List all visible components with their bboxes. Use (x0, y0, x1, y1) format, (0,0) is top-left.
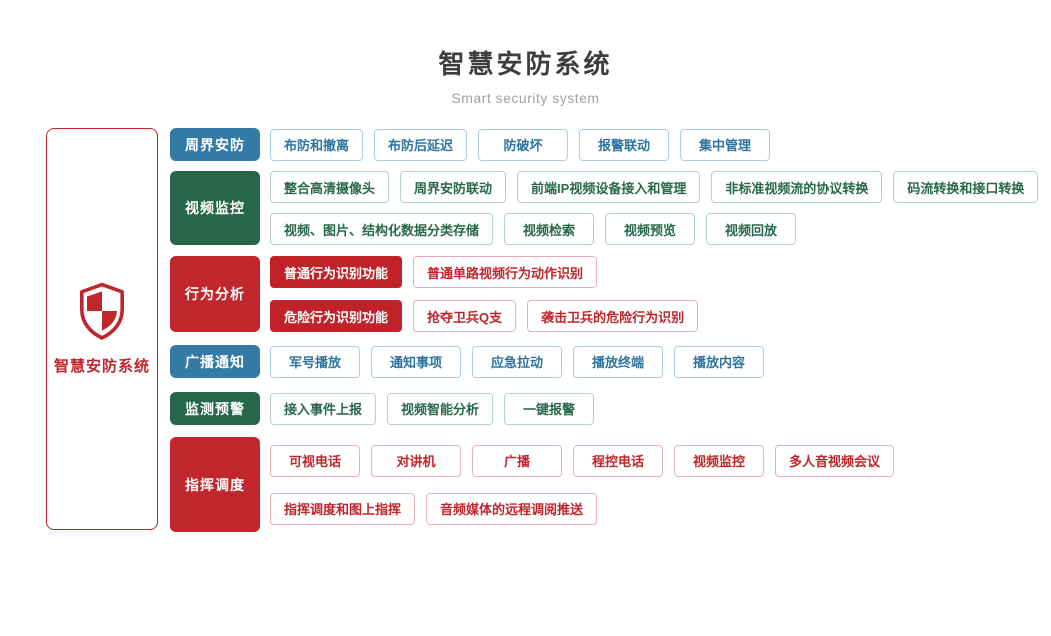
category-monitoring-warning: 监测预警 (170, 392, 260, 425)
page-header: 智慧安防系统 Smart security system (0, 44, 1051, 106)
feature-item: 播放终端 (573, 345, 663, 378)
feature-item: 一键报警 (504, 392, 595, 425)
feature-item: 军号播放 (270, 345, 360, 378)
feature-item: 接入事件上报 (270, 392, 377, 425)
category-broadcast-notification: 广播通知 (170, 345, 260, 378)
feature-line: 布防和撤离布防后延迟防破坏报警联动集中管理 (270, 128, 771, 161)
row-behavior-analysis: 行为分析普通行为识别功能普通单路视频行为动作识别危险行为识别功能抢夺卫兵Q支袭击… (170, 256, 1038, 332)
feature-item: 程控电话 (573, 444, 663, 477)
category-command-dispatch: 指挥调度 (170, 437, 260, 532)
feature-line: 普通行为识别功能普通单路视频行为动作识别 (270, 256, 698, 288)
feature-line: 整合高清摄像头周界安防联动前端IP视频设备接入和管理非标准视频流的协议转换码流转… (270, 171, 1039, 203)
feature-item: 通知事项 (371, 345, 461, 378)
feature-line: 军号播放通知事项应急拉动播放终端播放内容 (270, 345, 764, 378)
row-monitoring-warning: 监测预警接入事件上报视频智能分析一键报警 (170, 392, 1038, 425)
feature-line: 可视电话对讲机广播程控电话视频监控多人音视频会议 (270, 444, 895, 477)
root-system-box: 智慧安防系统 (46, 128, 158, 530)
feature-item: 报警联动 (579, 128, 670, 161)
feature-item: 视频智能分析 (387, 392, 494, 425)
page-title: 智慧安防系统 (438, 49, 613, 79)
feature-item: 袭击卫兵的危险行为识别 (527, 300, 699, 332)
feature-line: 接入事件上报视频智能分析一键报警 (270, 392, 595, 425)
feature-item: 音频媒体的远程调阅推送 (426, 492, 598, 525)
feature-line: 指挥调度和图上指挥音频媒体的远程调阅推送 (270, 492, 894, 525)
feature-item: 应急拉动 (472, 345, 562, 378)
feature-line: 视频、图片、结构化数据分类存储视频检索视频预览视频回放 (270, 213, 1038, 245)
row-video-surveillance: 视频监控整合高清摄像头周界安防联动前端IP视频设备接入和管理非标准视频流的协议转… (170, 171, 1039, 245)
feature-item: 普通行为识别功能 (270, 256, 403, 288)
row-perimeter-security: 周界安防布防和撤离布防后延迟防破坏报警联动集中管理 (170, 128, 1038, 161)
feature-lines-behavior-analysis: 普通行为识别功能普通单路视频行为动作识别危险行为识别功能抢夺卫兵Q支袭击卫兵的危… (270, 256, 699, 332)
feature-item: 对讲机 (371, 444, 461, 477)
feature-item: 布防后延迟 (374, 128, 468, 161)
feature-lines-command-dispatch: 可视电话对讲机广播程控电话视频监控多人音视频会议指挥调度和图上指挥音频媒体的远程… (270, 437, 895, 532)
feature-item: 普通单路视频行为动作识别 (413, 256, 598, 288)
category-behavior-analysis: 行为分析 (170, 256, 260, 332)
feature-item: 危险行为识别功能 (270, 300, 403, 332)
category-perimeter-security: 周界安防 (170, 128, 260, 161)
feature-item: 集中管理 (680, 128, 771, 161)
feature-item: 播放内容 (674, 345, 764, 378)
feature-line: 危险行为识别功能抢夺卫兵Q支袭击卫兵的危险行为识别 (270, 300, 699, 332)
row-broadcast-notification: 广播通知军号播放通知事项应急拉动播放终端播放内容 (170, 345, 1038, 378)
feature-item: 码流转换和接口转换 (893, 171, 1039, 203)
feature-item: 可视电话 (270, 444, 360, 477)
feature-item: 前端IP视频设备接入和管理 (517, 171, 701, 203)
feature-lines-monitoring-warning: 接入事件上报视频智能分析一键报警 (270, 392, 595, 425)
feature-item: 整合高清摄像头 (270, 171, 390, 203)
feature-lines-video-surveillance: 整合高清摄像头周界安防联动前端IP视频设备接入和管理非标准视频流的协议转换码流转… (270, 171, 1039, 245)
feature-item: 周界安防联动 (400, 171, 507, 203)
feature-item: 布防和撤离 (270, 128, 364, 161)
root-system-label: 智慧安防系统 (53, 358, 150, 375)
feature-item: 抢夺卫兵Q支 (413, 300, 517, 332)
feature-item: 指挥调度和图上指挥 (270, 492, 416, 525)
feature-item: 视频检索 (504, 213, 595, 245)
shield-check-icon (75, 282, 129, 345)
feature-item: 多人音视频会议 (775, 444, 895, 477)
feature-item: 视频回放 (706, 213, 797, 245)
feature-item: 视频预览 (605, 213, 696, 245)
feature-item: 视频监控 (674, 444, 764, 477)
feature-lines-perimeter-security: 布防和撤离布防后延迟防破坏报警联动集中管理 (270, 128, 771, 161)
row-command-dispatch: 指挥调度可视电话对讲机广播程控电话视频监控多人音视频会议指挥调度和图上指挥音频媒… (170, 437, 1038, 532)
category-video-surveillance: 视频监控 (170, 171, 260, 245)
feature-lines-broadcast-notification: 军号播放通知事项应急拉动播放终端播放内容 (270, 345, 764, 378)
page-subtitle: Smart security system (451, 90, 600, 106)
feature-rows: 周界安防布防和撤离布防后延迟防破坏报警联动集中管理视频监控整合高清摄像头周界安防… (170, 128, 1039, 532)
feature-item: 视频、图片、结构化数据分类存储 (270, 213, 494, 245)
feature-item: 防破坏 (478, 128, 569, 161)
feature-item: 非标准视频流的协议转换 (711, 171, 883, 203)
feature-item: 广播 (472, 444, 562, 477)
